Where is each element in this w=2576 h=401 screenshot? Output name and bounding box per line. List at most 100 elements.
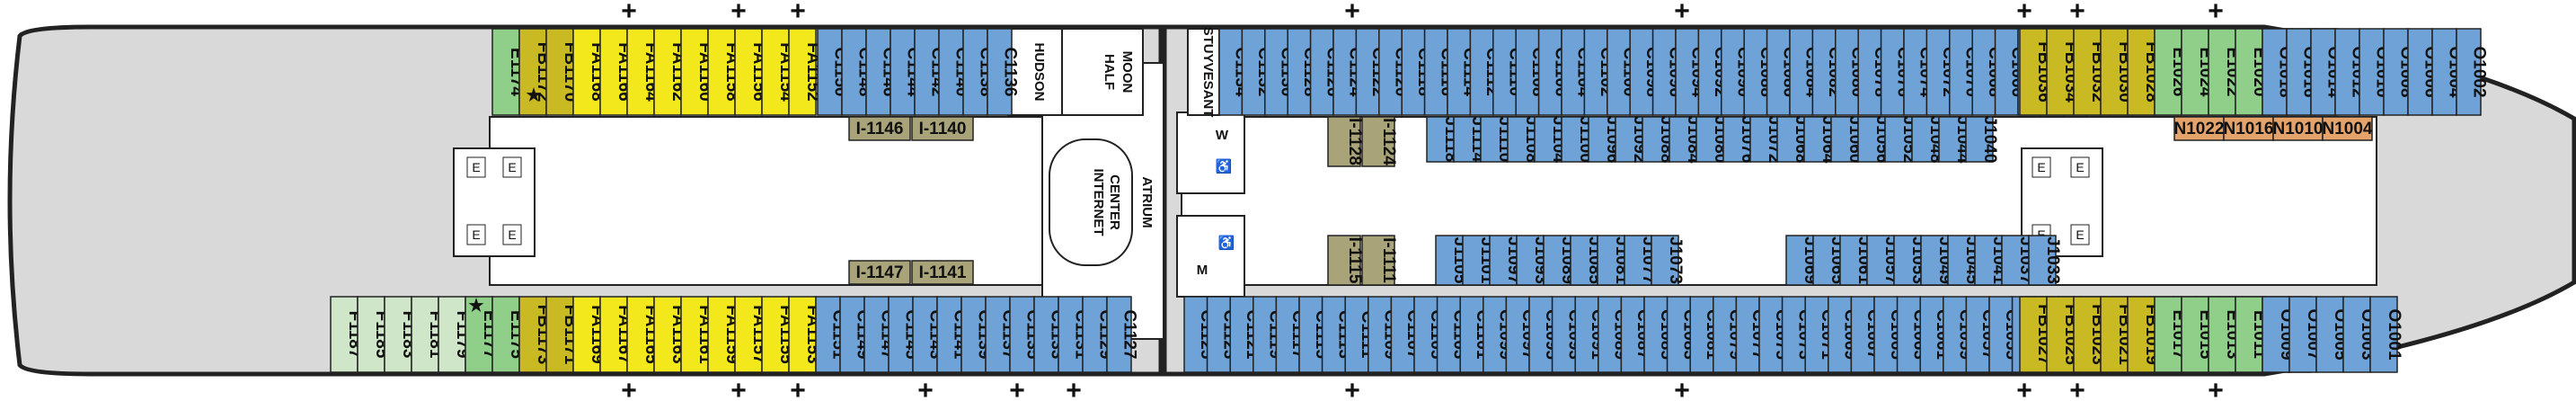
cabin-box[interactable] bbox=[1082, 296, 1108, 373]
cabin-n1004[interactable]: N1004 bbox=[2322, 116, 2373, 141]
cabin-box[interactable] bbox=[1873, 296, 1899, 373]
cabin-box[interactable] bbox=[1920, 235, 1949, 286]
cabin-box[interactable] bbox=[848, 116, 911, 141]
cabin-fa1168[interactable]: FA1168 bbox=[572, 28, 606, 116]
cabin-c1075[interactable]: C1075 bbox=[1758, 296, 1791, 373]
cabin-box[interactable] bbox=[1106, 296, 1132, 373]
cabin-box[interactable] bbox=[1713, 296, 1738, 373]
cabin-box[interactable] bbox=[2322, 116, 2373, 141]
cabin-box[interactable] bbox=[1390, 296, 1415, 373]
cabin-i-1141[interactable]: I-1141 bbox=[911, 260, 974, 285]
cabin-c1136[interactable]: C1136 bbox=[987, 28, 1020, 116]
cabin-box[interactable] bbox=[1033, 296, 1059, 373]
cabin-box[interactable] bbox=[1287, 28, 1312, 116]
cabin-j1048[interactable]: J1048 bbox=[1911, 116, 1945, 164]
cabin-box[interactable] bbox=[1643, 296, 1669, 373]
cabin-box[interactable] bbox=[1743, 28, 1768, 116]
cabin-box[interactable] bbox=[1436, 296, 1461, 373]
cabin-box[interactable] bbox=[890, 28, 916, 116]
cabin-i-1115[interactable]: I-1115 bbox=[1327, 235, 1364, 286]
cabin-box[interactable] bbox=[1974, 235, 2003, 286]
cabin-box[interactable] bbox=[761, 28, 790, 116]
cabin-box[interactable] bbox=[2046, 296, 2075, 373]
cabin-box[interactable] bbox=[1624, 235, 1652, 286]
cabin-c1135[interactable]: C1135 bbox=[1009, 296, 1042, 373]
cabin-fa1159[interactable]: FA1159 bbox=[707, 296, 741, 373]
cabin-box[interactable] bbox=[1218, 28, 1244, 116]
cabin-box[interactable] bbox=[1361, 235, 1395, 286]
cabin-box[interactable] bbox=[2407, 28, 2433, 116]
cabin-box[interactable] bbox=[1896, 296, 1921, 373]
cabin-c1128[interactable]: C1128 bbox=[1287, 28, 1319, 116]
cabin-box[interactable] bbox=[1884, 116, 1913, 163]
cabin-e1022[interactable]: E1022 bbox=[2208, 28, 2242, 116]
cabin-box[interactable] bbox=[626, 296, 655, 373]
cabin-box[interactable] bbox=[1543, 235, 1571, 286]
cabin-box[interactable] bbox=[572, 28, 601, 116]
cabin-box[interactable] bbox=[1588, 116, 1616, 163]
cabin-box[interactable] bbox=[888, 296, 914, 373]
cabin-box[interactable] bbox=[1651, 28, 1677, 116]
cabin-i-1111[interactable]: I-1111 bbox=[1361, 235, 1398, 286]
cabin-box[interactable] bbox=[2208, 28, 2236, 116]
cabin-box[interactable] bbox=[1327, 235, 1361, 286]
cabin-box[interactable] bbox=[572, 296, 601, 373]
cabin-box[interactable] bbox=[1492, 28, 1517, 116]
cabin-box[interactable] bbox=[912, 296, 938, 373]
cabin-box[interactable] bbox=[384, 296, 412, 373]
cabin-c1065[interactable]: C1065 bbox=[1873, 296, 1906, 373]
cabin-box[interactable] bbox=[2019, 296, 2048, 373]
cabin-box[interactable] bbox=[1275, 296, 1300, 373]
cabin-box[interactable] bbox=[330, 296, 359, 373]
cabin-box[interactable] bbox=[1462, 235, 1491, 286]
cabin-box[interactable] bbox=[1776, 116, 1805, 163]
cabin-box[interactable] bbox=[1537, 28, 1562, 116]
cabin-box[interactable] bbox=[1965, 296, 1990, 373]
cabin-box[interactable] bbox=[1629, 28, 1654, 116]
cabin-box[interactable] bbox=[1264, 28, 1288, 116]
cabin-box[interactable] bbox=[1781, 296, 1806, 373]
cabin-box[interactable] bbox=[2154, 296, 2182, 373]
cabin-e1175[interactable]: E1175 bbox=[491, 296, 526, 373]
cabin-box[interactable] bbox=[1857, 116, 1886, 163]
cabin-box[interactable] bbox=[1866, 235, 1895, 286]
cabin-box[interactable] bbox=[2028, 235, 2057, 286]
cabin-box[interactable] bbox=[2431, 28, 2457, 116]
cabin-box[interactable] bbox=[2310, 28, 2336, 116]
cabin-box[interactable] bbox=[707, 28, 736, 116]
cabin-j1068[interactable]: J1068 bbox=[1776, 116, 1810, 164]
cabin-box[interactable] bbox=[680, 296, 709, 373]
cabin-box[interactable] bbox=[848, 260, 911, 285]
cabin-n1010[interactable]: N1010 bbox=[2272, 116, 2324, 141]
cabin-c1127[interactable]: C1127 bbox=[1106, 296, 1139, 373]
cabin-box[interactable] bbox=[1669, 116, 1697, 163]
cabin-box[interactable] bbox=[1804, 296, 1829, 373]
cabin-box[interactable] bbox=[1551, 296, 1576, 373]
cabin-box[interactable] bbox=[817, 28, 843, 116]
cabin-box[interactable] bbox=[788, 28, 817, 116]
cabin-box[interactable] bbox=[1919, 296, 1944, 373]
cabin-box[interactable] bbox=[1947, 235, 1976, 286]
cabin-box[interactable] bbox=[2235, 28, 2263, 116]
cabin-box[interactable] bbox=[936, 296, 962, 373]
cabin-box[interactable] bbox=[1965, 116, 1994, 163]
cabin-box[interactable] bbox=[1435, 235, 1464, 286]
cabin-box[interactable] bbox=[734, 296, 763, 373]
cabin-box[interactable] bbox=[2286, 28, 2312, 116]
cabin-box[interactable] bbox=[1332, 28, 1358, 116]
cabin-box[interactable] bbox=[518, 28, 547, 116]
cabin-box[interactable] bbox=[1615, 116, 1643, 163]
cabin-box[interactable] bbox=[1994, 28, 2019, 116]
cabin-box[interactable] bbox=[465, 296, 493, 373]
cabin-c1110[interactable]: C1110 bbox=[1492, 28, 1525, 116]
cabin-box[interactable] bbox=[1811, 28, 1837, 116]
cabin-o1007[interactable]: O1007 bbox=[2288, 296, 2323, 373]
cabin-box[interactable] bbox=[599, 296, 628, 373]
cabin-o1001[interactable]: O1001 bbox=[2369, 296, 2403, 373]
cabin-box[interactable] bbox=[1516, 235, 1545, 286]
cabin-box[interactable] bbox=[2288, 296, 2317, 373]
cabin-c1115[interactable]: C1115 bbox=[1298, 296, 1331, 373]
cabin-box[interactable] bbox=[1489, 235, 1518, 286]
cabin-box[interactable] bbox=[1722, 116, 1751, 163]
cabin-box[interactable] bbox=[2383, 28, 2409, 116]
